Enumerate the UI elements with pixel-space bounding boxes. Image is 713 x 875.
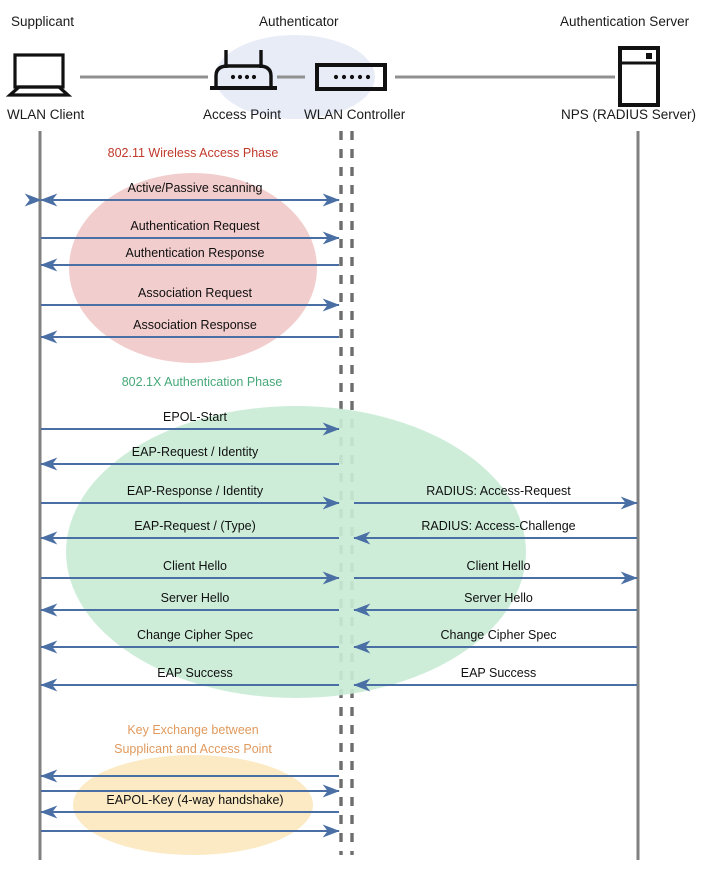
role-title-supplicant: Supplicant	[11, 14, 75, 29]
laptop-icon	[5, 53, 73, 97]
message-label-right-12: Change Cipher Spec	[440, 628, 557, 642]
phase-label-key-exchange-line2: Supplicant and Access Point	[114, 742, 272, 756]
message-label-left-4: Association Request	[138, 286, 252, 300]
message-label-left-7: EAP-Request / Identity	[131, 445, 259, 459]
message-label-left-9: EAP-Request / (Type)	[134, 519, 256, 533]
message-label-right-11: Server Hello	[464, 591, 533, 605]
message-label-left-6: EPOL-Start	[163, 410, 227, 424]
phase-ellipse-key-exchange	[73, 755, 313, 855]
message-label-right-10: Client Hello	[466, 559, 531, 573]
node-label-nps-radius-server: NPS (RADIUS Server)	[561, 107, 697, 122]
node-label-wlan-controller: WLAN Controller	[304, 107, 406, 122]
wlan-controller-icon	[315, 63, 387, 91]
phase-label-key-exchange: Key Exchange between Supplicant and Acce…	[114, 721, 272, 759]
phase-ellipse-wireless-access	[69, 173, 317, 363]
message-label-left-8: EAP-Response / Identity	[126, 484, 264, 498]
access-point-icon	[210, 50, 277, 90]
message-label-right-8: RADIUS: Access-Request	[426, 484, 571, 498]
phase-label-wireless-access: 802.11 Wireless Access Phase	[107, 146, 279, 160]
role-title-authenticator: Authenticator	[259, 14, 339, 29]
message-label-left-10: Client Hello	[163, 559, 227, 573]
message-label-left-16: EAPOL-Key (4-way handshake)	[106, 793, 284, 807]
access-point-lights	[230, 74, 257, 80]
role-title-authentication-server: Authentication Server	[560, 14, 690, 29]
message-label-left-12: Change Cipher Spec	[136, 628, 254, 642]
phase-label-authentication: 802.1X Authentication Phase	[121, 375, 283, 389]
message-label-left-1: Active/Passive scanning	[127, 181, 263, 195]
arrow-group	[24, 193, 638, 838]
server-icon	[618, 46, 660, 107]
phase-label-key-exchange-line1: Key Exchange between	[127, 723, 259, 737]
node-label-wlan-client: WLAN Client	[7, 107, 85, 122]
message-label-left-2: Authentication Request	[130, 219, 260, 233]
message-label-left-3: Authentication Response	[125, 246, 265, 260]
node-label-access-point: Access Point	[203, 107, 282, 122]
message-label-right-9: RADIUS: Access-Challenge	[421, 519, 576, 533]
message-label-left-11: Server Hello	[160, 591, 230, 605]
phase-ellipse-authentication	[66, 406, 526, 698]
message-label-right-13: EAP Success	[460, 666, 537, 680]
message-label-left-13: EAP Success	[157, 666, 233, 680]
message-label-left-5: Association Response	[133, 318, 257, 332]
